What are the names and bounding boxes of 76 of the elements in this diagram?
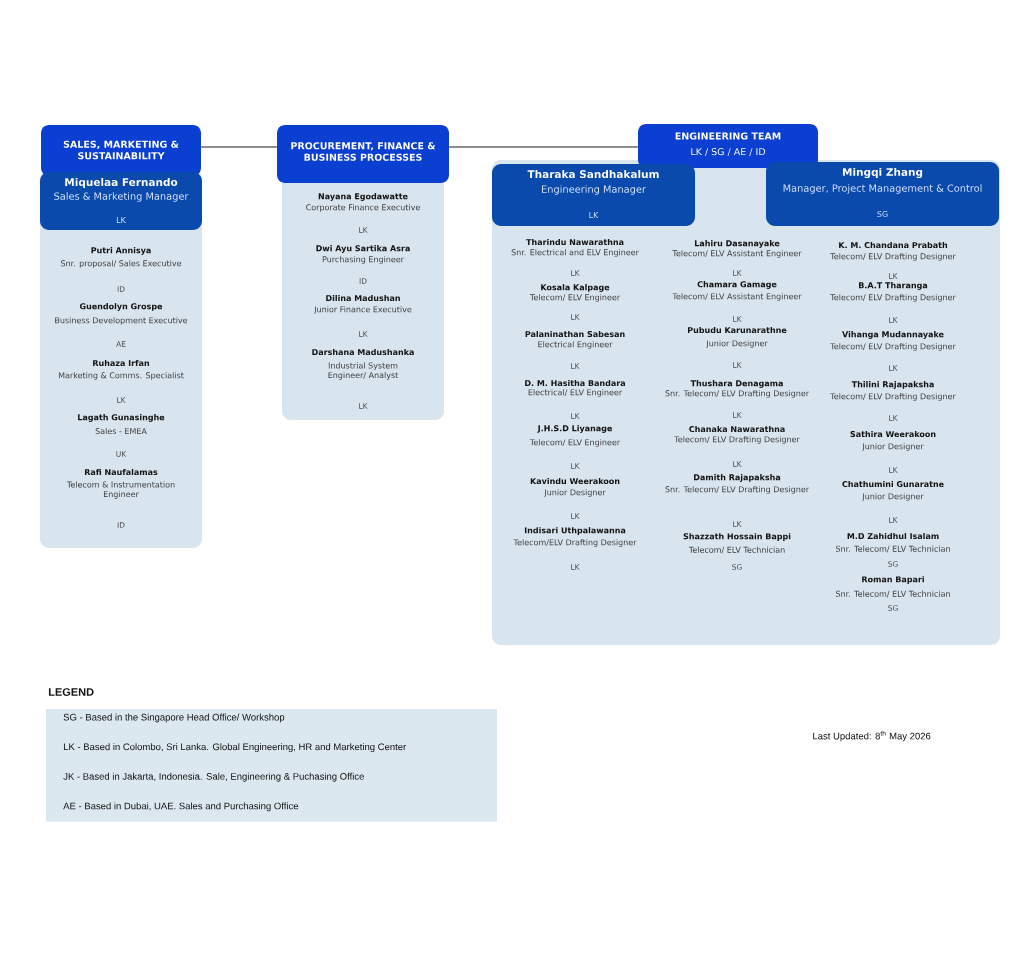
- job-title: Business Development Executive: [55, 317, 188, 325]
- person-name: Thushara Denagama: [690, 380, 783, 388]
- person-name: M.D Zahidhul Isalam: [847, 532, 939, 540]
- job-title: Sales - EMEA: [95, 427, 147, 435]
- job-title: Telecom/ ELV Engineer: [529, 294, 621, 302]
- job-title: Telecom & Instrumentation Engineer: [66, 481, 175, 499]
- job-title: Snr. Telecom/ ELV Technician: [836, 545, 950, 553]
- job-title: Electrical Engineer: [538, 341, 613, 349]
- job-title: Junior Designer: [705, 340, 768, 348]
- person-name: Thilini Rajapaksha: [851, 381, 934, 389]
- job-title: Snr. Telecom/ ELV Technician: [836, 590, 950, 598]
- person-name: Damith Rajapaksha: [694, 474, 781, 482]
- connector-line: [200, 146, 278, 148]
- job-title: Snr. Electrical and ELV Engineer: [511, 249, 639, 257]
- person-name: Roman Bapari: [862, 576, 924, 584]
- person-name: Vihanga Mudannayake: [842, 331, 944, 339]
- job-title: Electrical/ ELV Engineer: [528, 389, 623, 397]
- job-title: Telecom/ ELV Drafting Designer: [830, 343, 956, 351]
- job-title: Junior Designer: [543, 489, 606, 497]
- legend-entry: JK - Based in Jakarta, Indonesia. Sale, Engineering & Puchasing Office: [63, 772, 364, 782]
- department-header: PROCUREMENT, FINANCE & BUSINESS PROCESSES: [277, 125, 449, 183]
- job-title: Telecom/ ELV Assistant Engineer: [672, 250, 802, 258]
- person-name: Pubudu Karunarathne: [688, 326, 787, 334]
- person-name: K. M. Chandana Prabath: [839, 241, 948, 249]
- job-title: Telecom/ ELV Drafting Designer: [830, 393, 956, 401]
- person-name: Chamara Gamage: [697, 281, 777, 289]
- person-name: Sathira Weerakoon: [850, 430, 936, 438]
- job-title: Purchasing Engineer: [322, 256, 404, 264]
- person-name: Dwi Ayu Sartika Asra: [316, 245, 410, 253]
- job-title: Telecom/ ELV Drafting Designer: [830, 294, 956, 302]
- job-title: Industrial System Engineer/ Analyst: [328, 362, 399, 380]
- person-name: Lagath Gunasinghe: [78, 414, 165, 422]
- person-name: Putri Annisya: [91, 247, 151, 255]
- job-title: Junior Designer: [861, 443, 924, 451]
- job-title: Telecom/ELV Drafting Designer: [513, 539, 637, 547]
- person-name: Guendolyn Grospe: [79, 303, 163, 311]
- person-name: Palaninathan Sabesan: [525, 330, 625, 338]
- job-title: Snr. Telecom/ ELV Drafting Designer: [665, 390, 810, 398]
- connector-line: [448, 146, 639, 148]
- manager-box: Mingqi Zhang Manager, Project Management & Control SG: [766, 162, 999, 226]
- job-title: Telecom/ ELV Engineer: [529, 439, 621, 447]
- person-name: Darshana Madushanka: [312, 348, 414, 356]
- job-title: Junior Finance Executive: [313, 306, 412, 314]
- person-name: Tharindu Nawarathna: [526, 238, 624, 246]
- update-note: Last Updated: 8$^{th}$ May 2026: [813, 730, 931, 742]
- job-title: Telecom/ ELV Drafting Designer: [674, 436, 800, 444]
- person-name: Kosala Kalpage: [541, 284, 610, 292]
- person-name: Ruhaza Irfan: [93, 359, 149, 367]
- legend-heading: LEGEND: [48, 688, 94, 696]
- person-name: Indisari Uthpalawanna: [524, 527, 626, 535]
- person-name: Nayana Egodawatte: [318, 193, 408, 201]
- person-name: Chanaka Nawarathna: [689, 425, 785, 433]
- job-title: Telecom/ ELV Drafting Designer: [830, 253, 956, 261]
- job-title: Marketing & Comms. Specialist: [58, 372, 184, 380]
- job-title: Telecom/ ELV Technician: [688, 546, 785, 554]
- person-name: Rafi Naufalamas: [84, 468, 158, 476]
- manager-box: Tharaka Sandhakalum Engineering Manager LK: [492, 164, 695, 226]
- manager-box: Miquelaa Fernando Sales & Marketing Manager LK: [40, 172, 202, 230]
- department-header: ENGINEERING TEAM LK / SG / AE / ID: [638, 124, 818, 168]
- legend-entry: LK - Based in Colombo, Sri Lanka. Global Engineering, HR and Marketing Center: [64, 743, 407, 753]
- job-title: Corporate Finance Executive: [306, 204, 420, 212]
- person-name: Chathumini Gunaratne: [842, 480, 944, 488]
- person-name: Lahiru Dasanayake: [694, 240, 780, 248]
- department-header: SALES, MARKETING & SUSTAINABILITY: [41, 125, 201, 176]
- person-name: B.A.T Tharanga: [859, 282, 928, 290]
- legend-entry: SG - Based in the Singapore Head Office/ Workshop: [63, 713, 285, 723]
- person-name: Dilina Madushan: [326, 294, 400, 302]
- job-title: Junior Designer: [861, 493, 924, 501]
- person-name: D. M. Hasitha Bandara: [525, 379, 625, 387]
- job-title: Telecom/ ELV Assistant Engineer: [672, 293, 802, 301]
- job-title: Snr. Telecom/ ELV Drafting Designer: [665, 486, 810, 494]
- person-name: Shazzath Hossain Bappi: [683, 533, 791, 541]
- person-name: J.H.S.D Liyanage: [537, 425, 612, 433]
- job-title: Snr. proposal/ Sales Executive: [61, 260, 182, 268]
- legend-entry: AE - Based in Dubai, UAE. Sales and Purchasing Office: [63, 802, 299, 812]
- person-name: Kavindu Weerakoon: [530, 477, 620, 485]
